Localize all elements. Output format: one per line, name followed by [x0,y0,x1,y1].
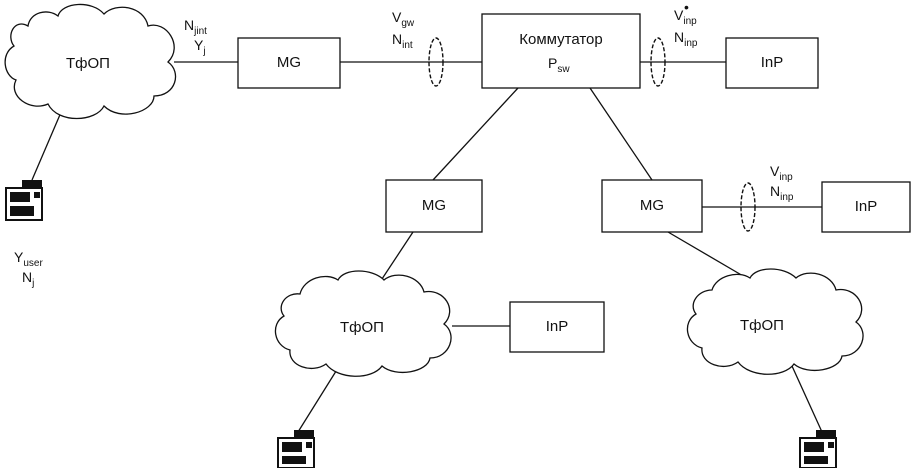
link-pstn-left-terminal [297,367,339,433]
mg-top-box: MG [237,37,341,89]
label-n-jint: Njint [184,17,207,37]
switch-name-label: Коммутатор [519,31,602,48]
link-pstn-right-terminal [791,365,823,433]
telephone-terminal-icon [277,430,315,468]
mg-left-label: MG [422,197,446,214]
inp-bottom-label: InP [546,318,569,335]
mg-right-label: MG [640,197,664,214]
inp-right-box: InP [821,181,911,233]
telephone-terminal-icon [799,430,837,468]
link-mg-left-pstn [379,231,414,283]
mg-right-box: MG [601,179,703,233]
pstn-cloud-right: ТфОП [686,268,864,375]
switch-box: Коммутатор Psw [481,13,641,89]
label-v-inp-star-mark: • [684,0,689,15]
trunk-marker-mg-inp [740,182,756,232]
label-v-inp-star: Vinp [674,7,697,27]
link-switch-mg-right [589,87,653,181]
connections [31,61,823,433]
mg-top-label: MG [277,54,301,71]
mg-left-box: MG [385,179,483,233]
inp-top-box: InP [725,37,819,89]
label-y-j: Yj [194,37,206,57]
label-v-inp: Vinp [770,163,793,183]
label-n-inp-top: Ninp [674,29,698,49]
telephone-terminal-icon [5,180,43,221]
pstn-left-label: ТфОП [340,319,384,336]
label-y-user: Yuser [14,249,43,269]
label-n-j: Nj [22,269,34,289]
inp-bottom-box: InP [509,301,605,353]
link-switch-mg-left [432,87,519,181]
trunk-marker-switch-inp [650,37,666,87]
pstn-cloud-main: ТфОП [4,3,177,119]
link-pstn-main-terminal [31,109,63,181]
trunk-marker-mg-switch [428,37,444,87]
label-v-gw: Vgw [392,9,415,29]
inp-top-label: InP [761,54,784,71]
pstn-main-label: ТфОП [66,55,110,72]
label-n-inp-right: Ninp [770,183,794,203]
label-n-int: Nint [392,31,413,51]
pstn-right-label: ТфОП [740,317,784,334]
pstn-cloud-left: ТфОП [274,270,452,377]
inp-right-label: InP [855,198,878,215]
link-mg-right-pstn [667,231,751,281]
switch-param-label: Psw [548,55,570,75]
